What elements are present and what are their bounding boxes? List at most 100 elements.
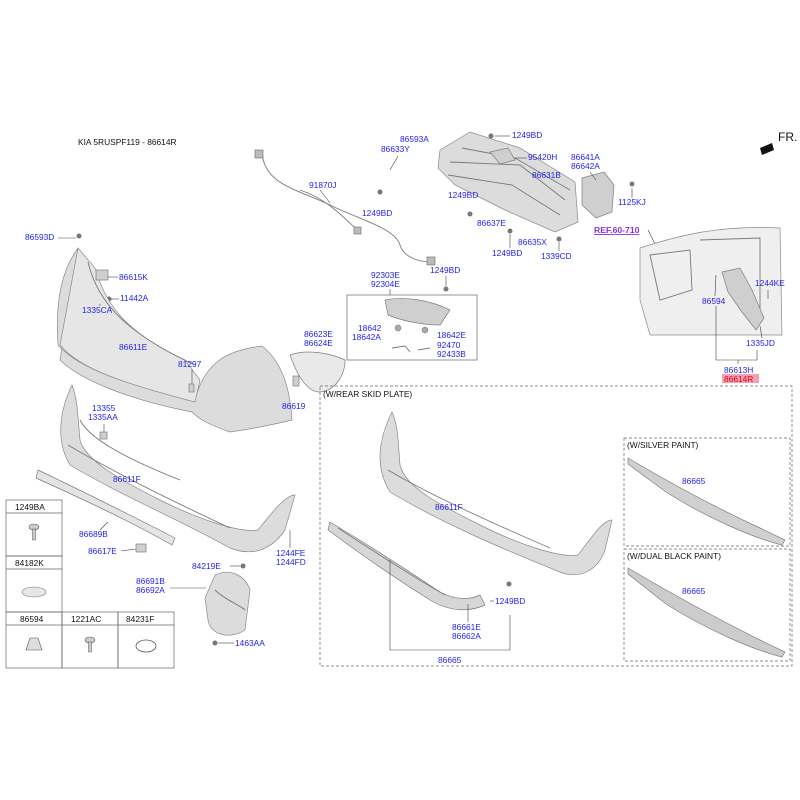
- label-1335AA[interactable]: 1335AA: [88, 412, 118, 422]
- label-86624E[interactable]: 86624E: [304, 338, 333, 348]
- reinforcement-beam[interactable]: [437, 131, 579, 233]
- label-11442A[interactable]: 11442A: [120, 293, 149, 303]
- label-86635X[interactable]: 86635X: [518, 237, 547, 247]
- rear-fog-lamp[interactable]: [384, 298, 451, 353]
- label-92470[interactable]: 92470: [437, 340, 461, 350]
- label-81297[interactable]: 81297: [178, 359, 202, 369]
- dual-black-paint-frame: [623, 548, 791, 662]
- label-86665-a[interactable]: 86665: [438, 655, 462, 665]
- label-1335JD[interactable]: 1335JD: [746, 338, 775, 348]
- legend-84182K: 84182K: [15, 558, 44, 568]
- bracket-86617E-part[interactable]: [135, 543, 147, 553]
- wiring-harness[interactable]: [254, 149, 436, 266]
- label-1339CD[interactable]: 1339CD: [541, 251, 572, 261]
- dual-black-paint-title: (W/DUAL BLACK PAINT): [627, 551, 721, 561]
- label-1125KJ[interactable]: 1125KJ: [618, 197, 646, 207]
- silver-paint-title: (W/SILVER PAINT): [627, 440, 699, 450]
- label-86642A[interactable]: 86642A: [571, 161, 600, 171]
- label-92303E[interactable]: 92303E: [371, 270, 400, 280]
- label-1463AA[interactable]: 1463AA: [235, 638, 265, 648]
- clip-nut-icon: [25, 637, 43, 651]
- label-86637E[interactable]: 86637E: [477, 218, 506, 228]
- label-1249BD-d[interactable]: 1249BD: [492, 248, 522, 258]
- label-18642E[interactable]: 18642E: [437, 330, 466, 340]
- label-1244KE[interactable]: 1244KE: [755, 278, 785, 288]
- reflector-garnish[interactable]: [289, 351, 346, 393]
- label-1249BD-b[interactable]: 1249BD: [448, 190, 478, 200]
- label-13355[interactable]: 13355: [92, 403, 116, 413]
- front-direction-label: FR.: [778, 130, 797, 144]
- reference-link[interactable]: REF.60-710: [594, 225, 640, 235]
- label-86692A[interactable]: 86692A: [136, 585, 165, 595]
- bumper-clip-part[interactable]: [95, 269, 109, 281]
- beam-bracket[interactable]: [581, 171, 615, 219]
- label-86614R-highlighted[interactable]: 86614R: [724, 374, 753, 384]
- label-86631B[interactable]: 86631B: [532, 170, 561, 180]
- skid-plate-section-frame: [319, 385, 793, 667]
- skid-strip[interactable]: [35, 469, 176, 546]
- label-86593D[interactable]: 86593D: [25, 232, 54, 242]
- screw-icon: [28, 523, 40, 541]
- label-86611F-a[interactable]: 86611F: [113, 474, 141, 484]
- legend-1249BA: 1249BA: [15, 502, 45, 512]
- label-18642[interactable]: 18642: [358, 323, 382, 333]
- label-86615K[interactable]: 86615K: [119, 272, 148, 282]
- rear-skid-plate[interactable]: [327, 521, 486, 611]
- lower-cover-with-skid-plate[interactable]: [379, 411, 613, 576]
- label-92304E[interactable]: 92304E: [371, 279, 400, 289]
- label-84219E[interactable]: 84219E: [192, 561, 221, 571]
- rear-bumper-lower-cover[interactable]: [60, 384, 296, 553]
- label-1335CA[interactable]: 1335CA: [82, 305, 113, 315]
- label-86689B[interactable]: 86689B: [79, 529, 108, 539]
- clip-84219E-icon: [240, 563, 246, 569]
- label-86691B[interactable]: 86691B: [136, 576, 165, 586]
- label-1244FD[interactable]: 1244FD: [276, 557, 306, 567]
- label-92433B[interactable]: 92433B: [437, 349, 466, 359]
- label-86619[interactable]: 86619: [282, 401, 306, 411]
- label-86662A[interactable]: 86662A: [452, 631, 481, 641]
- label-1249BD-f[interactable]: 1249BD: [495, 596, 525, 606]
- energy-absorber-piece[interactable]: [489, 147, 516, 165]
- label-86633Y[interactable]: 86633Y: [381, 144, 410, 154]
- clip-1335AA-part[interactable]: [99, 431, 108, 440]
- skid-plate-silver[interactable]: [627, 457, 786, 546]
- label-1244FE[interactable]: 1244FE: [276, 548, 306, 558]
- legend-84231F: 84231F: [126, 614, 154, 624]
- sensor-86619-part[interactable]: [292, 375, 300, 387]
- skid-plate-dual-black[interactable]: [627, 567, 786, 658]
- label-86641A[interactable]: 86641A: [571, 152, 600, 162]
- label-86593A[interactable]: 86593A: [400, 134, 429, 144]
- highlighted-part-background: [722, 374, 759, 383]
- label-95420H[interactable]: 95420H: [528, 152, 557, 162]
- label-86623E[interactable]: 86623E: [304, 329, 333, 339]
- plug-icon: [21, 586, 47, 598]
- front-direction-indicator: FR.: [760, 130, 797, 155]
- diagram-title: KIA 5RUSPF119 - 86614R: [78, 137, 177, 147]
- label-86617E[interactable]: 86617E: [88, 546, 117, 556]
- lamp-assembly-box: [346, 294, 478, 361]
- label-86665-c[interactable]: 86665: [682, 586, 706, 596]
- grommet-icon: [135, 639, 157, 653]
- label-86613H[interactable]: 86613H: [724, 365, 753, 375]
- label-86594-a[interactable]: 86594: [702, 296, 726, 306]
- label-1249BD-e[interactable]: 1249BD: [430, 265, 460, 275]
- legend-86594: 86594: [20, 614, 44, 624]
- label-86611E[interactable]: 86611E: [119, 342, 148, 352]
- label-1249BD-a[interactable]: 1249BD: [512, 130, 542, 140]
- rear-mud-guard[interactable]: [204, 571, 251, 636]
- silver-paint-frame: [623, 437, 791, 547]
- label-18642A[interactable]: 18642A: [352, 332, 381, 342]
- label-86661E[interactable]: 86661E: [452, 622, 481, 632]
- label-91870J[interactable]: 91870J: [309, 180, 336, 190]
- label-86665-b[interactable]: 86665: [682, 476, 706, 486]
- rear-bumper-side-bracket[interactable]: [721, 267, 765, 331]
- label-86611F-b[interactable]: 86611F: [435, 502, 463, 512]
- label-1249BD-c[interactable]: 1249BD: [362, 208, 392, 218]
- skid-plate-section-title: (W/REAR SKID PLATE): [323, 389, 412, 399]
- front-direction-arrow-icon: [760, 143, 774, 155]
- legend-1221AC: 1221AC: [71, 614, 101, 624]
- rear-bumper-cover-upper[interactable]: [56, 247, 293, 433]
- reflector-81297-part[interactable]: [188, 383, 195, 393]
- fastener-legend: 1249BA 84182K 86594 1221AC 84231F: [5, 499, 175, 669]
